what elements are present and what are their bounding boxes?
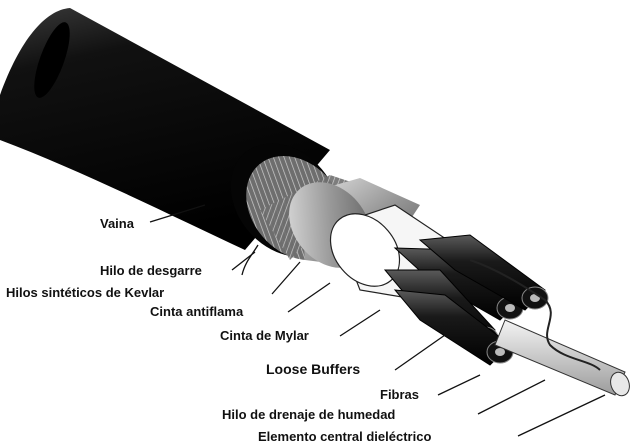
label-hilos-kevlar: Hilos sintéticos de Kevlar xyxy=(6,285,164,300)
buffer-tube-2 xyxy=(418,234,549,311)
label-loose-buffers: Loose Buffers xyxy=(266,361,360,377)
label-vaina: Vaina xyxy=(100,216,135,231)
labels: Vaina Hilo de desgarre Hilos sintéticos … xyxy=(6,216,431,444)
label-elemento-central: Elemento central dieléctrico xyxy=(258,429,431,444)
label-fibras: Fibras xyxy=(380,387,419,402)
drain-wire xyxy=(469,259,601,371)
label-hilo-drenaje: Hilo de drenaje de humedad xyxy=(222,407,395,422)
central-strength-member xyxy=(494,319,630,397)
label-cinta-mylar: Cinta de Mylar xyxy=(220,328,309,343)
label-hilo-de-desgarre: Hilo de desgarre xyxy=(100,263,202,278)
leader-lines xyxy=(149,204,606,437)
label-cinta-antiflama: Cinta antiflama xyxy=(150,304,244,319)
